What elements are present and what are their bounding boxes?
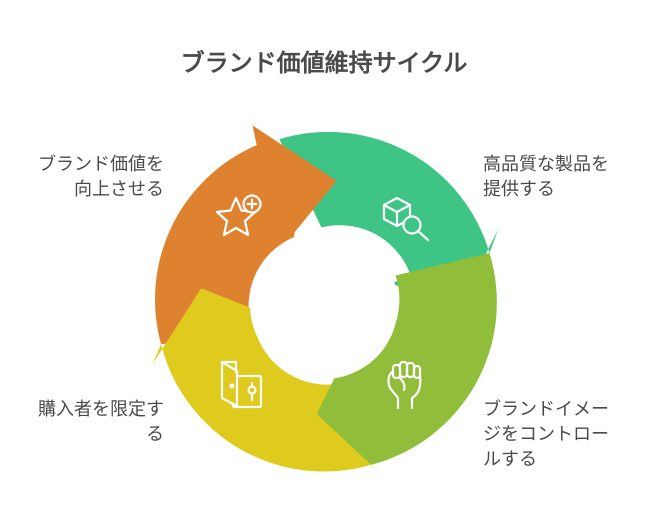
- raised-fist-icon: [387, 360, 422, 410]
- step-label-bottom-right: ブランドイメー ジをコントロー ルする: [483, 397, 609, 472]
- step-label-line: ブランド価値を: [38, 154, 164, 175]
- step-label-line: 提供する: [483, 179, 555, 200]
- step-label-line: ルする: [483, 449, 537, 470]
- center-hole: [250, 231, 398, 379]
- exclusive-door-icon: [220, 360, 263, 409]
- step-label-top-right: 高品質な製品を 提供する: [483, 152, 609, 202]
- star-plus-icon: [215, 194, 262, 237]
- step-label-line: 購入者を限定す: [38, 399, 164, 420]
- step-label-line: ジをコントロー: [483, 424, 609, 445]
- step-label-line: 向上させる: [74, 179, 164, 200]
- step-label-line: る: [146, 424, 164, 445]
- step-label-line: 高品質な製品を: [483, 154, 609, 175]
- segment-top-right: [279, 131, 499, 307]
- diagram-title: ブランド価値維持サイクル: [180, 49, 468, 77]
- step-label-line: ブランドイメー: [483, 399, 609, 420]
- box-magnifier-icon: [382, 196, 430, 242]
- step-label-top-left: ブランド価値を 向上させる: [38, 152, 164, 202]
- step-label-bottom-left: 購入者を限定す る: [38, 397, 164, 447]
